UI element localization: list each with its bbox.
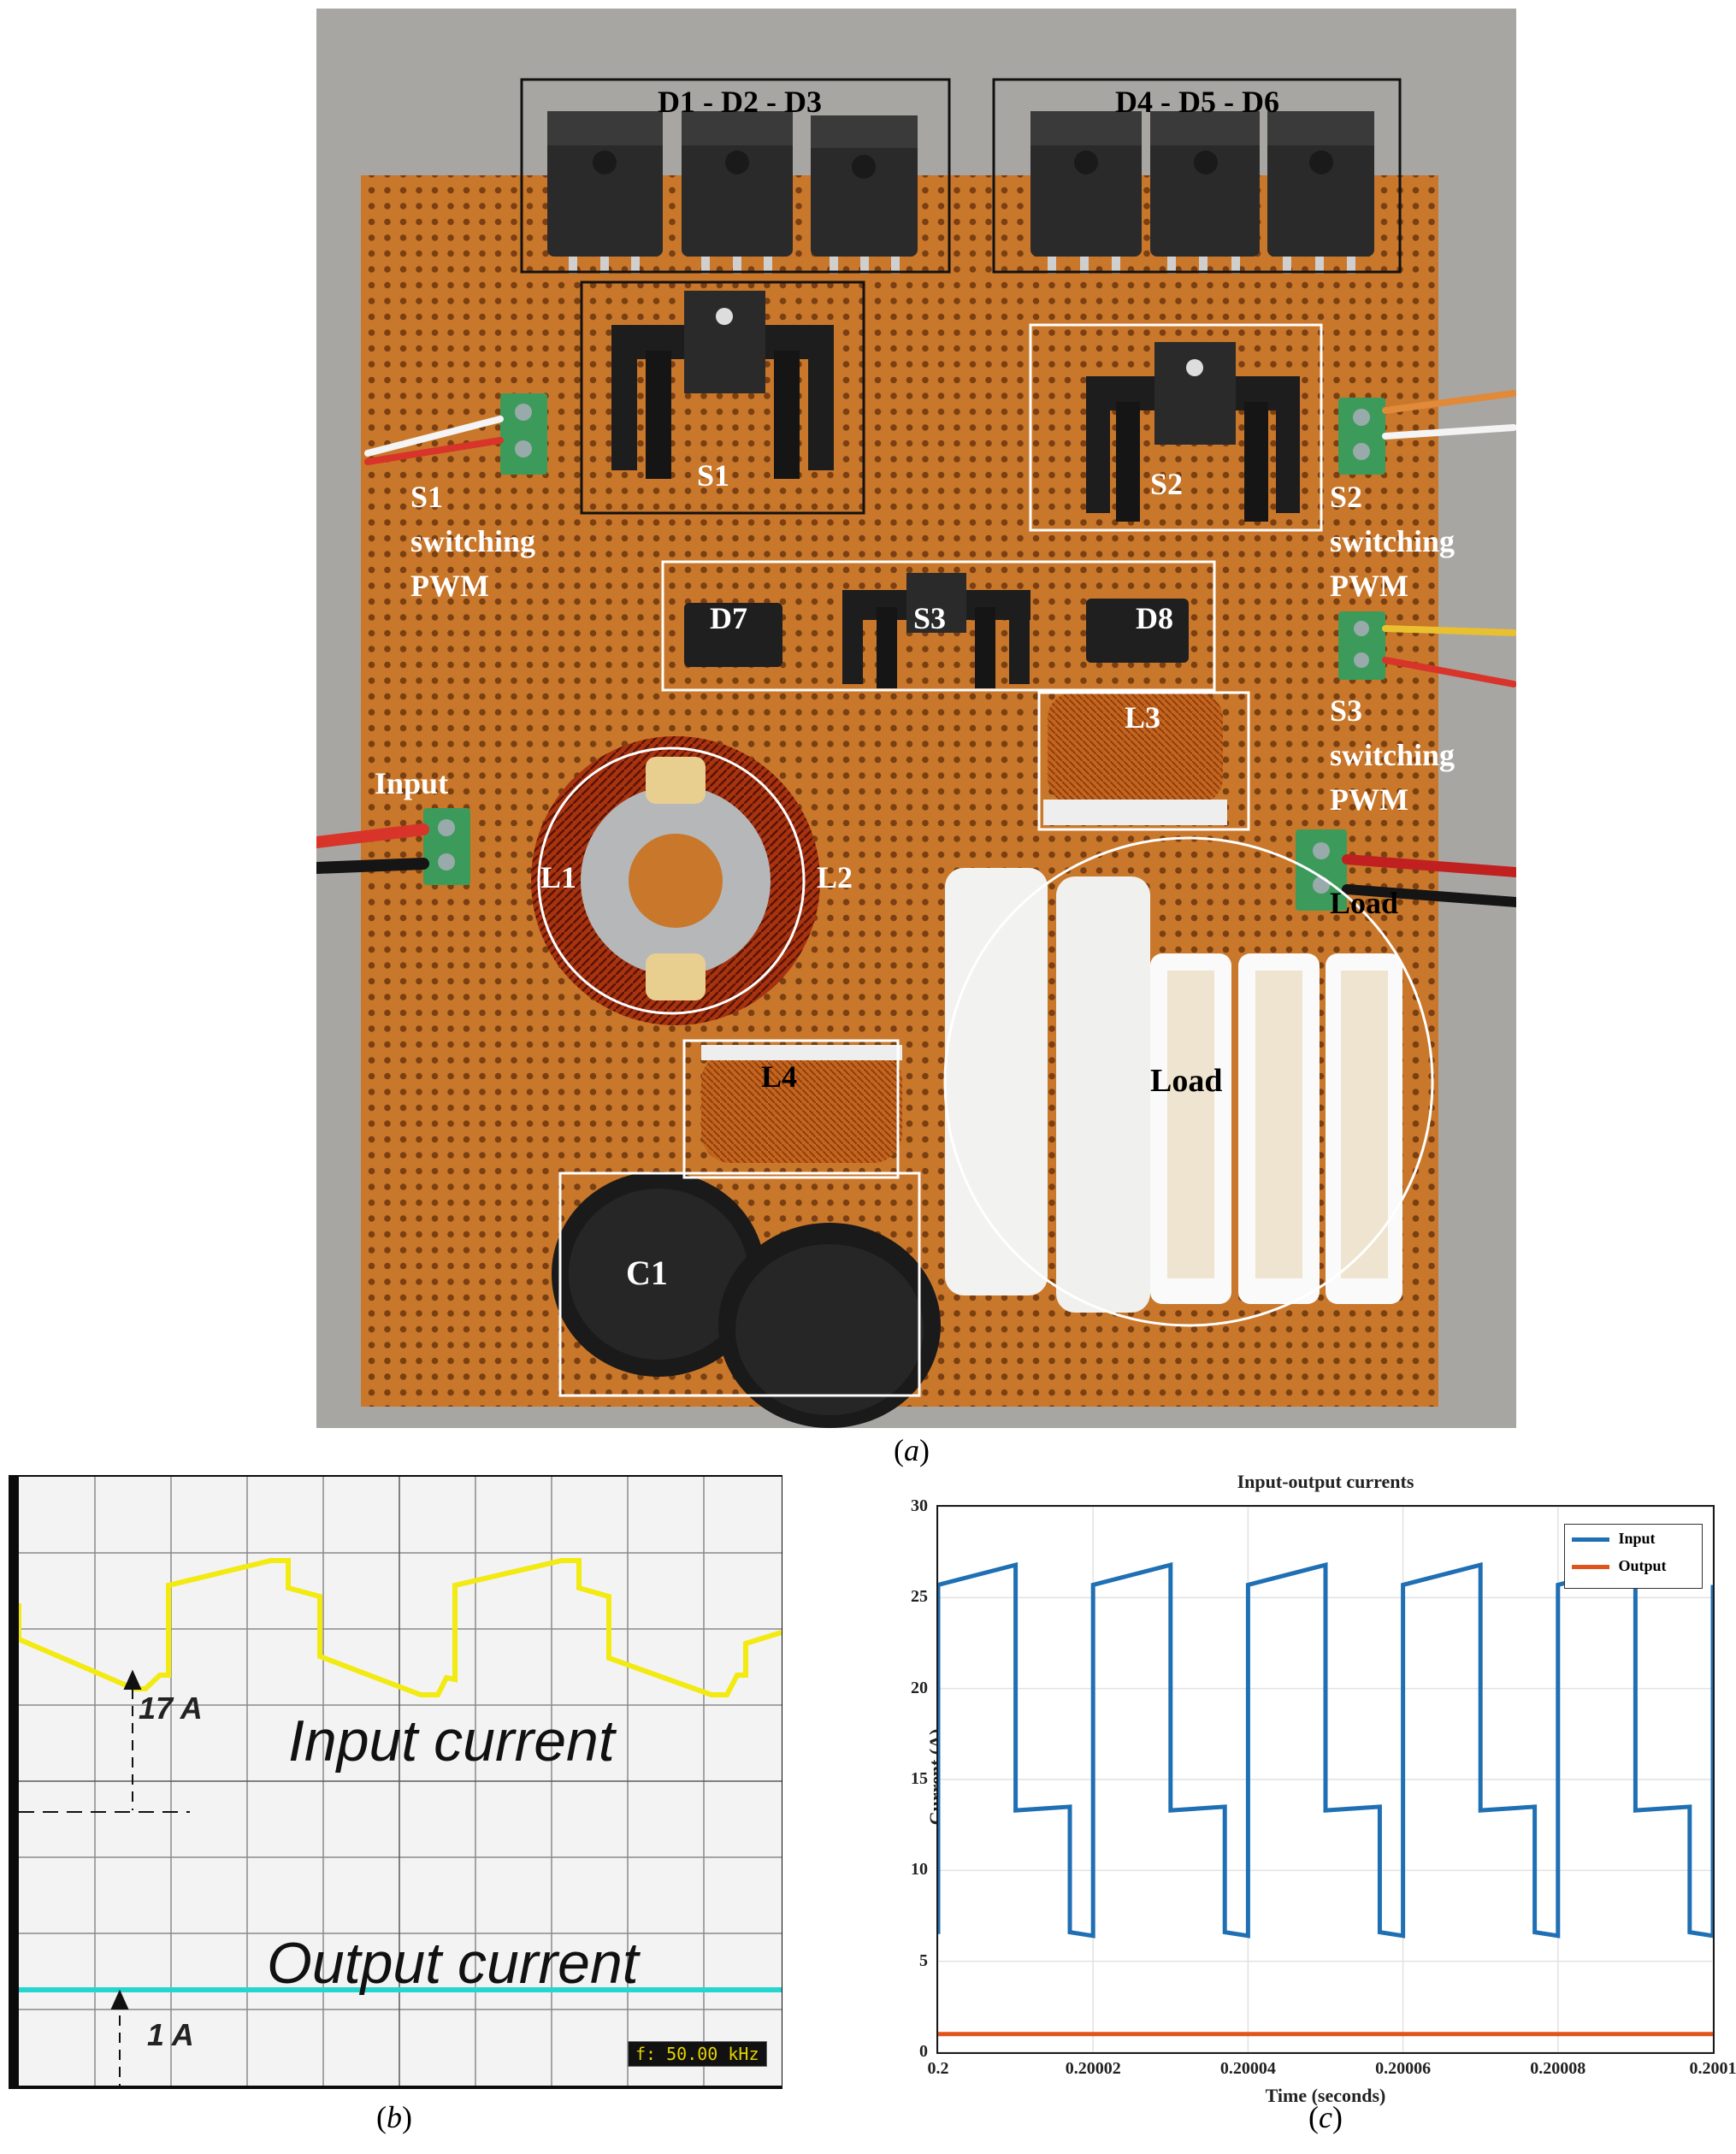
- plot-area: Input Output: [936, 1505, 1715, 2054]
- label-d8: D8: [1136, 601, 1173, 635]
- legend: Input Output: [1564, 1524, 1703, 1589]
- legend-item-input: Input: [1572, 1530, 1656, 1548]
- label-load-terminal: Load: [1330, 886, 1399, 920]
- label-s2-switching-pwm: S2 switching PWM: [1330, 475, 1455, 608]
- panel-label-c: (c): [1308, 2100, 1343, 2134]
- y-tick-label: 20: [911, 1678, 928, 1697]
- annotation-boxes: [520, 78, 1434, 1397]
- legend-swatch-input: [1572, 1537, 1609, 1543]
- x-tick-label: 0.20006: [1375, 2059, 1432, 2078]
- input-value-label: 17 A: [139, 1691, 203, 1726]
- legend-label-output: Output: [1618, 1557, 1667, 1574]
- label-l1: L1: [540, 860, 577, 894]
- oscilloscope-traces: [16, 1477, 782, 2086]
- label-s1: S1: [697, 458, 730, 493]
- output-value-label: 1 A: [147, 2017, 194, 2052]
- label-s1-switching-pwm: S1 switching PWM: [410, 475, 535, 608]
- inductor-l4: [701, 1045, 902, 1163]
- x-tick-label: 0.2001: [1689, 2059, 1736, 2078]
- label-load: Load: [1150, 1063, 1223, 1099]
- panel-label-b: (b): [376, 2100, 412, 2134]
- legend-item-output: Output: [1572, 1557, 1667, 1575]
- label-l4: L4: [761, 1059, 798, 1094]
- measurement-markers: [19, 1669, 190, 2086]
- s1-pwm-line-3: PWM: [410, 569, 489, 603]
- input-current-label: Input current: [288, 1708, 615, 1773]
- toroid-l1-l2: [531, 736, 820, 1025]
- label-s2: S2: [1150, 467, 1184, 501]
- y-tick-label: 10: [911, 1860, 928, 1880]
- series-line-input: [936, 1561, 1715, 1939]
- prototype-photo: D1 - D2 - D3 D4 - D5 - D6 S1 S2 D7 S3 D8…: [316, 9, 1516, 1428]
- x-tick-label: 0.2: [927, 2059, 949, 2078]
- s1-pwm-line-1: S1: [410, 480, 444, 514]
- x-tick-label: 0.20002: [1065, 2059, 1121, 2078]
- s2-pwm-line-2: switching: [1330, 524, 1456, 558]
- oscilloscope-grid: [19, 1477, 782, 2086]
- y-tick-label: 0: [919, 2042, 928, 2061]
- x-tick-label: 0.20004: [1219, 2059, 1276, 2078]
- panel-label-a: (a): [894, 1433, 930, 1467]
- input-current-trace: [16, 1558, 782, 1697]
- s3-pwm-line-1: S3: [1330, 693, 1363, 728]
- label-s3-switching-pwm: S3 switching PWM: [1330, 688, 1455, 822]
- s2-heatsink: [1086, 342, 1300, 522]
- legend-swatch-output: [1572, 1565, 1609, 1570]
- legend-label-input: Input: [1618, 1530, 1656, 1547]
- label-d4-d5-d6: D4 - D5 - D6: [1115, 85, 1279, 119]
- label-c1: C1: [626, 1254, 668, 1292]
- d7-s3-d8-components: [684, 573, 1189, 688]
- inductor-l3: [1043, 693, 1227, 825]
- chart-title: Input-output currents: [1237, 1471, 1414, 1492]
- s2-pwm-line-3: PWM: [1330, 569, 1408, 603]
- terminal-blocks: [423, 393, 1385, 911]
- s3-pwm-line-3: PWM: [1330, 782, 1408, 817]
- wires: [316, 390, 1516, 907]
- y-tick-label: 30: [911, 1496, 928, 1515]
- capacitors-c1: [552, 1171, 941, 1428]
- oscilloscope-screen: 17 A Input current Output current 1 A f:…: [16, 1477, 782, 2086]
- output-current-label: Output current: [267, 1931, 639, 1996]
- panel-letter-c: c: [1319, 2100, 1332, 2134]
- label-d7: D7: [710, 601, 747, 635]
- s3-pwm-line-2: switching: [1330, 738, 1456, 772]
- s1-pwm-line-2: switching: [410, 524, 536, 558]
- panel-letter-a: a: [904, 1433, 919, 1467]
- label-d1-d2-d3: D1 - D2 - D3: [658, 85, 822, 119]
- s1-heatsink: [611, 291, 834, 479]
- label-s3: S3: [913, 601, 947, 635]
- y-tick-label: 5: [919, 1950, 928, 1970]
- prototype-board-drawing: [316, 9, 1516, 1428]
- diodes-d4-d6: [1030, 111, 1374, 274]
- label-l3: L3: [1125, 700, 1161, 735]
- diodes-d1-d3: [547, 111, 918, 274]
- label-input: Input: [375, 766, 449, 800]
- s2-pwm-line-1: S2: [1330, 480, 1363, 514]
- y-tick-label: 15: [911, 1769, 928, 1788]
- x-tick-label: 0.20008: [1530, 2059, 1586, 2078]
- panel-letter-b: b: [387, 2100, 402, 2134]
- frequency-readout: f: 50.00 kHz: [628, 2041, 767, 2067]
- x-axis-label: Time (seconds): [1265, 2085, 1386, 2106]
- y-tick-label: 25: [911, 1587, 928, 1607]
- label-l2: L2: [817, 860, 853, 894]
